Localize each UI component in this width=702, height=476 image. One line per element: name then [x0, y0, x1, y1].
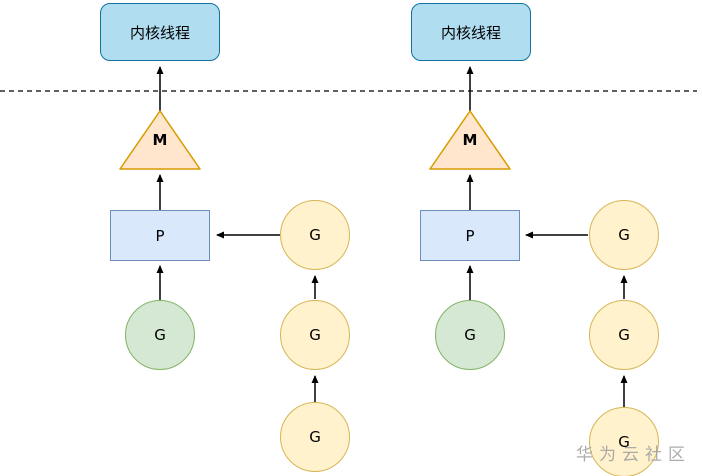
watermark-text: 华为云社区: [576, 445, 691, 465]
goroutine-queue1-node-right: G: [589, 200, 659, 270]
goroutine-running-node-left: G: [125, 300, 195, 370]
goroutine-queue3-node-left: G: [280, 402, 350, 472]
goroutine-queue1-node-left: G: [280, 200, 350, 270]
goroutine-label: G: [309, 428, 321, 446]
goroutine-label: G: [154, 326, 166, 344]
kernel-thread-node-left: 内核线程: [100, 3, 220, 61]
goroutine-queue2-node-right: G: [589, 300, 659, 370]
machine-node-left: M: [119, 110, 201, 170]
goroutine-queue2-node-left: G: [280, 300, 350, 370]
machine-node-right: M: [429, 110, 511, 170]
kernel-thread-node-right: 内核线程: [411, 3, 531, 61]
goroutine-label: G: [309, 326, 321, 344]
goroutine-label: G: [618, 226, 630, 244]
processor-node-left: P: [110, 210, 210, 261]
goroutine-label: G: [618, 433, 630, 451]
triangle-shape: [429, 110, 511, 170]
goroutine-label: G: [618, 326, 630, 344]
triangle-shape: [119, 110, 201, 170]
kernel-thread-label: 内核线程: [129, 23, 190, 42]
machine-label: M: [152, 131, 168, 149]
goroutine-label: G: [309, 226, 321, 244]
machine-label: M: [462, 131, 478, 149]
processor-node-right: P: [420, 210, 520, 261]
processor-label: P: [155, 226, 165, 245]
goroutine-queue3-node-right: G: [589, 407, 659, 476]
processor-label: P: [465, 226, 475, 245]
goroutine-running-node-right: G: [435, 300, 505, 370]
kernel-thread-label: 内核线程: [440, 23, 501, 42]
goroutine-label: G: [464, 326, 476, 344]
